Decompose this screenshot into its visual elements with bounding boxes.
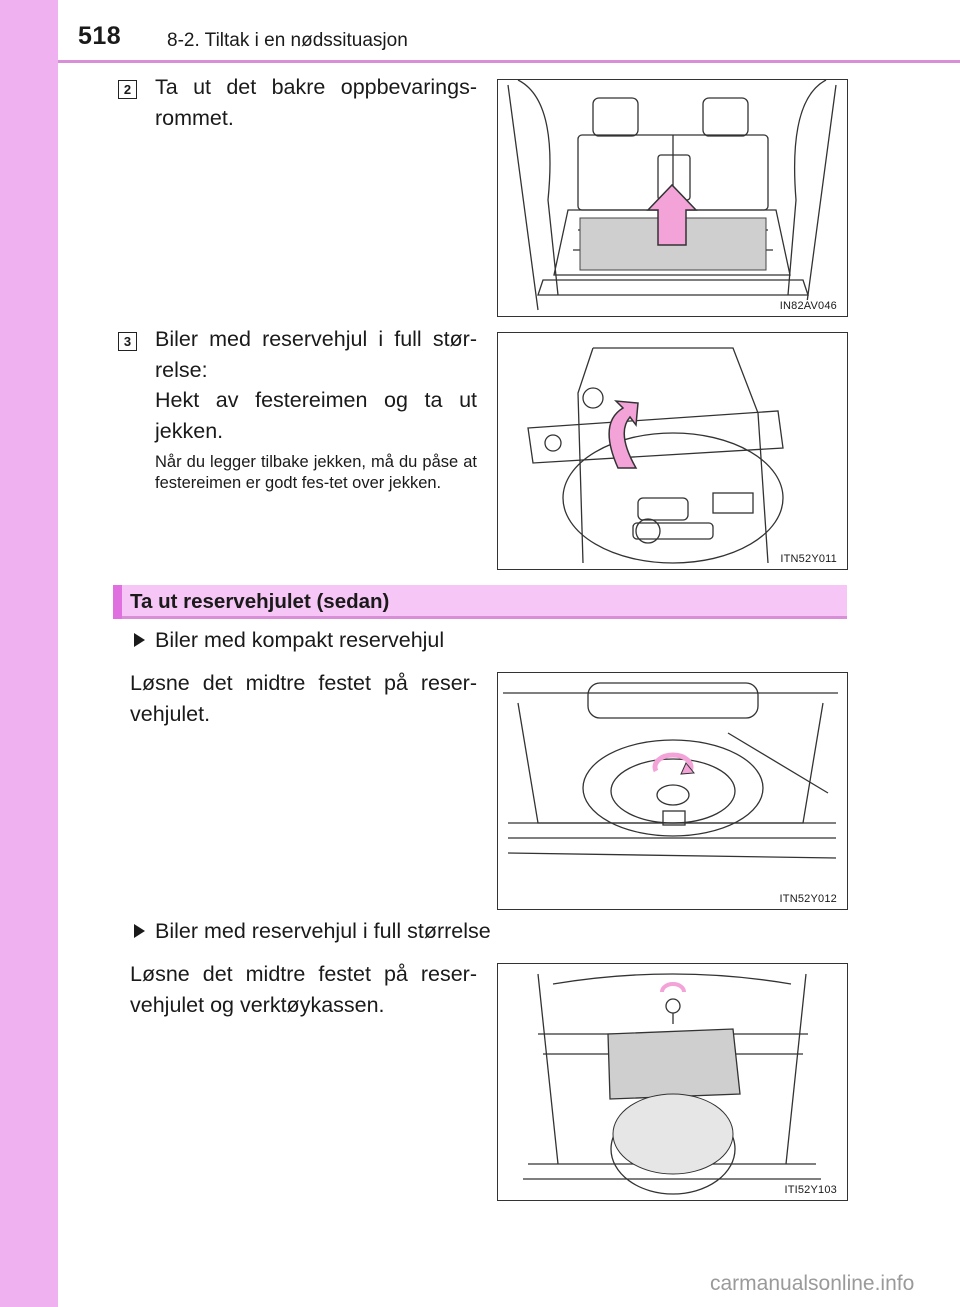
- section-header-bar: [113, 585, 847, 619]
- step-number-3: 3: [118, 332, 137, 351]
- step-3-text-line2: Hekt av festereimen og ta ut jekken.: [155, 388, 477, 443]
- section-header-accent: [113, 585, 122, 619]
- figure-fullsize-spare: ITI52Y103: [497, 963, 848, 1201]
- fullsize-spare-text: Løsne det midtre festet på reser-vehjule…: [130, 962, 477, 1017]
- bullet-triangle-icon: [134, 924, 145, 938]
- compact-spare-bullet: Biler med kompakt reservehjul: [155, 628, 445, 652]
- fullsize-spare-illustration: [523, 973, 821, 1195]
- fullsize-spare-bullet: Biler med reservehjul i full størrelse: [155, 919, 491, 943]
- step-2-text: Ta ut det bakre oppbevarings-rommet.: [155, 75, 477, 130]
- figure-compact-spare: ITN52Y012: [497, 672, 848, 910]
- figure-jack-removal: ITN52Y011: [497, 332, 848, 570]
- bullet-triangle-icon: [134, 633, 145, 647]
- step-3-note: Når du legger tilbake jekken, må du påse…: [155, 453, 477, 492]
- figure-code: IN82AV046: [777, 300, 839, 312]
- figure-code: ITN52Y012: [777, 893, 839, 905]
- step-number-2: 2: [118, 80, 137, 99]
- step-3-text-line1: Biler med reservehjul i full stør-relse:: [155, 327, 477, 382]
- jack-illustration: [527, 347, 784, 564]
- figure-cargo-storage: IN82AV046: [497, 79, 848, 317]
- site-watermark: carmanualsonline.info: [710, 1272, 915, 1295]
- compact-spare-illustration: [503, 682, 838, 859]
- section-header-title: Ta ut reservehjulet (sedan): [130, 590, 390, 613]
- figure-code: ITN52Y011: [778, 553, 839, 565]
- cargo-storage-illustration: [507, 80, 837, 311]
- header-band: [58, 0, 960, 62]
- figure-code: ITI52Y103: [782, 1184, 839, 1196]
- header-rule: [58, 60, 960, 63]
- page-number: 518: [78, 22, 122, 50]
- compact-spare-text: Løsne det midtre festet på reser-vehjule…: [130, 671, 477, 726]
- page-side-strip: [0, 0, 58, 1307]
- chapter-title: 8-2. Tiltak i en nødssituasjon: [167, 30, 408, 51]
